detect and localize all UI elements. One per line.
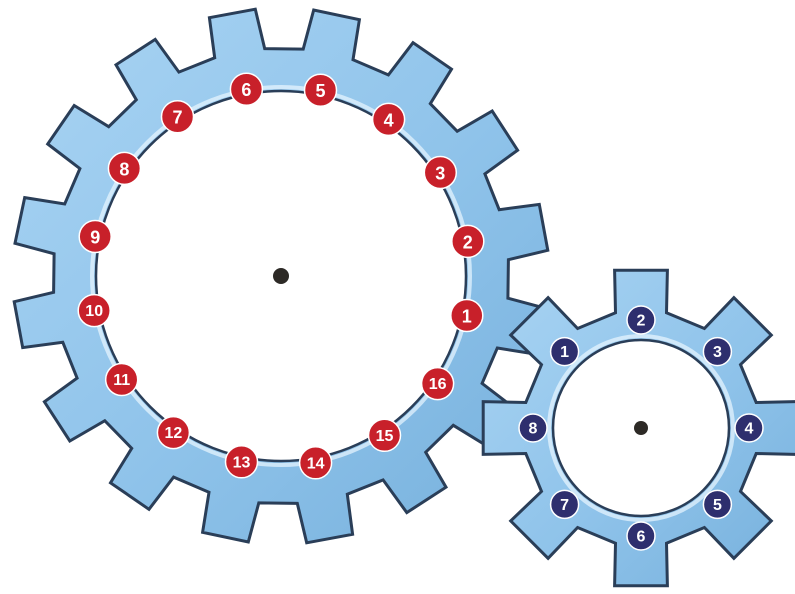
large-gear-tooth-label: 7 xyxy=(172,108,182,128)
large-gear-tooth-label: 13 xyxy=(233,454,251,471)
large-gear-tooth-badge-9: 9 xyxy=(79,221,111,253)
large-gear-tooth-badge-5: 5 xyxy=(305,74,337,106)
small-gear-tooth-label: 3 xyxy=(713,344,722,361)
small-gear-tooth-badge-5: 5 xyxy=(703,490,731,518)
small-gear-tooth-badge-6: 6 xyxy=(627,522,655,550)
large-gear-tooth-badge-7: 7 xyxy=(162,101,194,133)
small-gear-tooth-label: 4 xyxy=(745,421,754,438)
large-gear-tooth-label: 1 xyxy=(462,307,472,327)
large-gear-tooth-badge-1: 1 xyxy=(451,300,483,332)
large-gear-tooth-badge-13: 13 xyxy=(226,446,258,478)
large-gear-tooth-label: 6 xyxy=(241,80,251,100)
large-gear-tooth-label: 16 xyxy=(429,376,447,393)
small-gear-tooth-label: 1 xyxy=(560,344,569,361)
large-gear-tooth-badge-8: 8 xyxy=(108,152,140,184)
small-gear-tooth-label: 7 xyxy=(560,497,569,514)
large-gear-tooth-badge-12: 12 xyxy=(157,417,189,449)
large-gear-tooth-label: 4 xyxy=(384,110,394,130)
large-gear-tooth-badge-11: 11 xyxy=(106,364,138,396)
large-gear-tooth-label: 12 xyxy=(165,425,183,442)
small-gear-tooth-badge-2: 2 xyxy=(627,306,655,334)
small-gear: 1 2 3 4 5 6 7 8 xyxy=(483,270,795,586)
small-gear-tooth-badge-3: 3 xyxy=(703,338,731,366)
large-gear-tooth-label: 2 xyxy=(463,232,473,252)
large-gear-tooth-label: 9 xyxy=(90,228,100,248)
large-gear-tooth-badge-14: 14 xyxy=(300,447,332,479)
large-gear-tooth-badge-4: 4 xyxy=(373,103,405,135)
large-gear-tooth-label: 8 xyxy=(119,159,129,179)
small-gear-tooth-badge-4: 4 xyxy=(735,414,763,442)
small-gear-tooth-badge-7: 7 xyxy=(551,490,579,518)
large-gear-tooth-label: 5 xyxy=(315,81,325,101)
large-gear-tooth-badge-2: 2 xyxy=(452,225,484,257)
large-gear-tooth-badge-10: 10 xyxy=(78,295,110,327)
small-gear-axle xyxy=(634,421,648,435)
small-gear-tooth-badge-8: 8 xyxy=(519,414,547,442)
small-gear-tooth-label: 2 xyxy=(637,313,646,330)
small-gear-tooth-label: 6 xyxy=(637,529,646,546)
large-gear-tooth-label: 14 xyxy=(307,455,325,472)
large-gear-tooth-badge-3: 3 xyxy=(424,157,456,189)
large-gear-axle xyxy=(273,268,289,284)
large-gear-tooth-label: 3 xyxy=(435,164,445,184)
large-gear-tooth-label: 10 xyxy=(85,303,103,320)
large-gear-tooth-label: 15 xyxy=(376,428,394,445)
small-gear-tooth-badge-1: 1 xyxy=(551,338,579,366)
large-gear-tooth-label: 11 xyxy=(113,372,130,389)
large-gear-tooth-badge-16: 16 xyxy=(422,368,454,400)
small-gear-tooth-label: 5 xyxy=(713,497,722,514)
small-gear-tooth-label: 8 xyxy=(529,421,538,438)
large-gear-tooth-badge-6: 6 xyxy=(230,73,262,105)
large-gear-tooth-badge-15: 15 xyxy=(369,419,401,451)
